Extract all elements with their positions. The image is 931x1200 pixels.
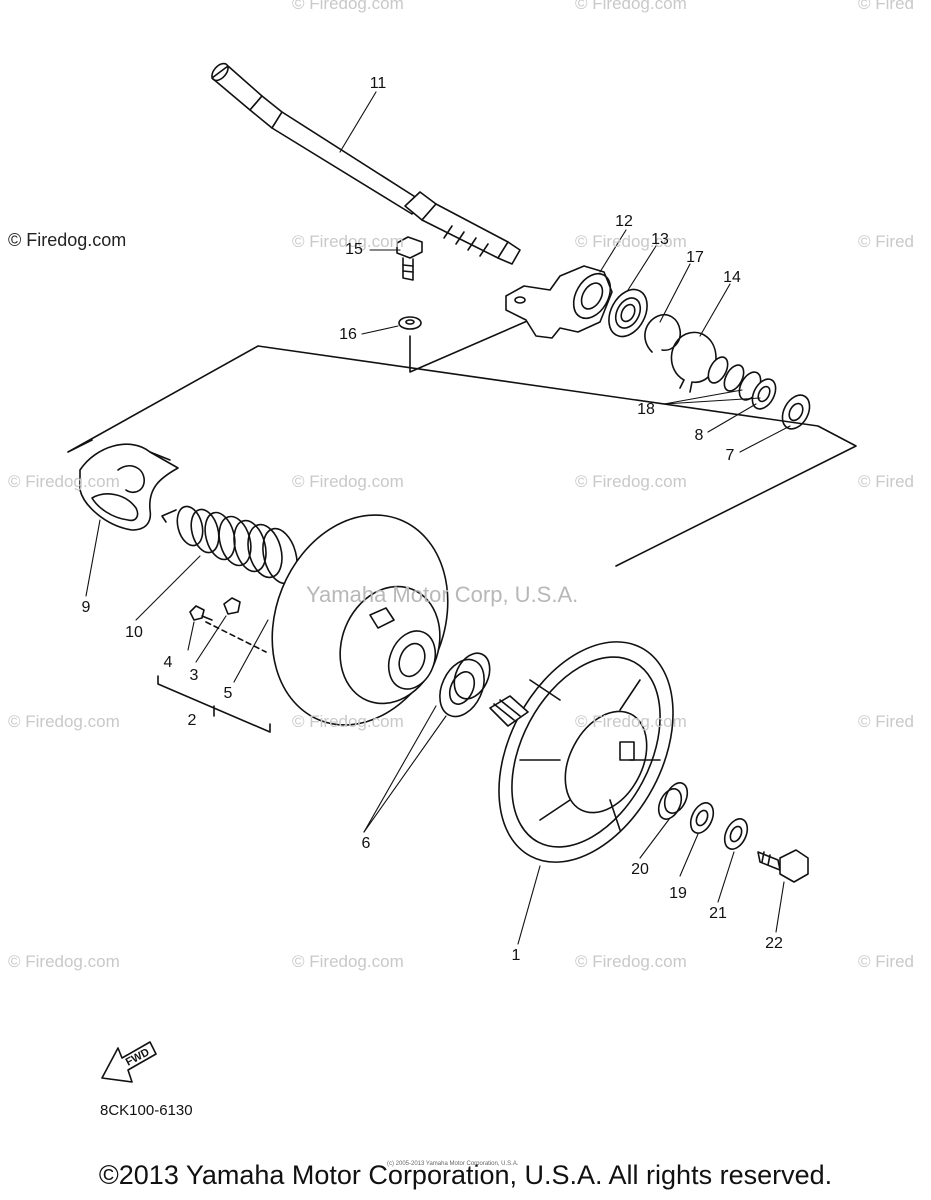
callout-18: 18 bbox=[637, 401, 655, 418]
callout-3: 3 bbox=[189, 667, 199, 684]
watermark: © Firedog.com bbox=[575, 0, 687, 13]
cam-part-9 bbox=[79, 443, 179, 531]
watermark: © Firedog.com bbox=[575, 472, 687, 491]
callout-9: 9 bbox=[81, 599, 91, 616]
callout-15: 15 bbox=[345, 241, 363, 258]
callout-6: 6 bbox=[361, 835, 371, 852]
spacer-part-18 bbox=[707, 356, 777, 410]
watermark: © Fired bbox=[858, 232, 914, 251]
watermark: © Fired bbox=[858, 472, 914, 491]
watermark: © Firedog.com bbox=[292, 712, 404, 731]
callout-16: 16 bbox=[339, 326, 357, 343]
watermark: © Firedog.com bbox=[575, 952, 687, 971]
screw-part-4 bbox=[189, 605, 213, 621]
center-watermark: Yamaha Motor Corp, U.S.A. bbox=[306, 582, 579, 607]
callout-10: 10 bbox=[125, 624, 143, 641]
spring-part-10 bbox=[161, 505, 298, 585]
bolt-part-15 bbox=[396, 236, 423, 281]
washer-part-21 bbox=[723, 818, 749, 850]
watermark: © Firedog.com bbox=[575, 712, 687, 731]
callout-12: 12 bbox=[615, 213, 633, 230]
callout-13: 13 bbox=[651, 231, 669, 248]
watermark: © Firedog.com bbox=[292, 952, 404, 971]
leader-lines bbox=[85, 91, 791, 945]
callout-1: 1 bbox=[511, 947, 521, 964]
callout-7: 7 bbox=[725, 447, 735, 464]
bearing-housing-part-12 bbox=[505, 265, 613, 339]
dashed-line bbox=[205, 621, 267, 653]
drive-shaft-part bbox=[211, 62, 521, 265]
washer-part-7 bbox=[781, 394, 811, 430]
fwd-arrow-icon: FWD bbox=[101, 1041, 157, 1083]
washer-part-16 bbox=[398, 311, 549, 373]
weight-part-3 bbox=[223, 597, 241, 615]
watermark: © Firedog.com bbox=[8, 712, 120, 731]
bracket-2 bbox=[157, 675, 271, 733]
callout-17: 17 bbox=[686, 249, 704, 266]
part-code: 8CK100-6130 bbox=[100, 1102, 193, 1119]
callout-11: 11 bbox=[369, 75, 387, 92]
callout-8: 8 bbox=[694, 427, 704, 444]
watermark: © Fired bbox=[858, 952, 914, 971]
watermark: © Firedog.com bbox=[8, 952, 120, 971]
copyright-footer: ©2013 Yamaha Motor Corporation, U.S.A. A… bbox=[98, 1160, 833, 1190]
callout-4: 4 bbox=[163, 654, 173, 671]
callout-21: 21 bbox=[709, 905, 727, 922]
watermark: © Fired bbox=[858, 0, 914, 13]
callout-19: 19 bbox=[669, 885, 687, 902]
bearing-part-13 bbox=[608, 288, 648, 338]
callout-14: 14 bbox=[723, 269, 741, 286]
tiny-copyright-note: (c) 2005-2013 Yamaha Motor Corporation, … bbox=[387, 1161, 519, 1167]
collar-part-20 bbox=[657, 782, 689, 820]
sheave-part-5 bbox=[271, 514, 449, 726]
watermark: © Firedog.com bbox=[8, 472, 120, 491]
bolt-part-22 bbox=[757, 849, 809, 883]
watermark: © Firedog.com bbox=[292, 472, 404, 491]
watermark: © Firedog.com bbox=[8, 230, 127, 250]
callout-20: 20 bbox=[631, 861, 649, 878]
watermark: © Firedog.com bbox=[292, 232, 404, 251]
circlip-part-17 bbox=[644, 314, 682, 353]
callout-22: 22 bbox=[765, 935, 783, 952]
watermark: © Firedog.com bbox=[292, 0, 404, 13]
callout-2: 2 bbox=[187, 712, 197, 729]
assembly-outline bbox=[67, 345, 857, 567]
watermark: © Fired bbox=[858, 712, 914, 731]
washer-part-19 bbox=[689, 802, 715, 834]
sheave-part-1 bbox=[489, 641, 674, 863]
bushing-part-6 bbox=[439, 652, 491, 718]
callout-5: 5 bbox=[223, 685, 233, 702]
watermark: © Firedog.com bbox=[575, 232, 687, 251]
